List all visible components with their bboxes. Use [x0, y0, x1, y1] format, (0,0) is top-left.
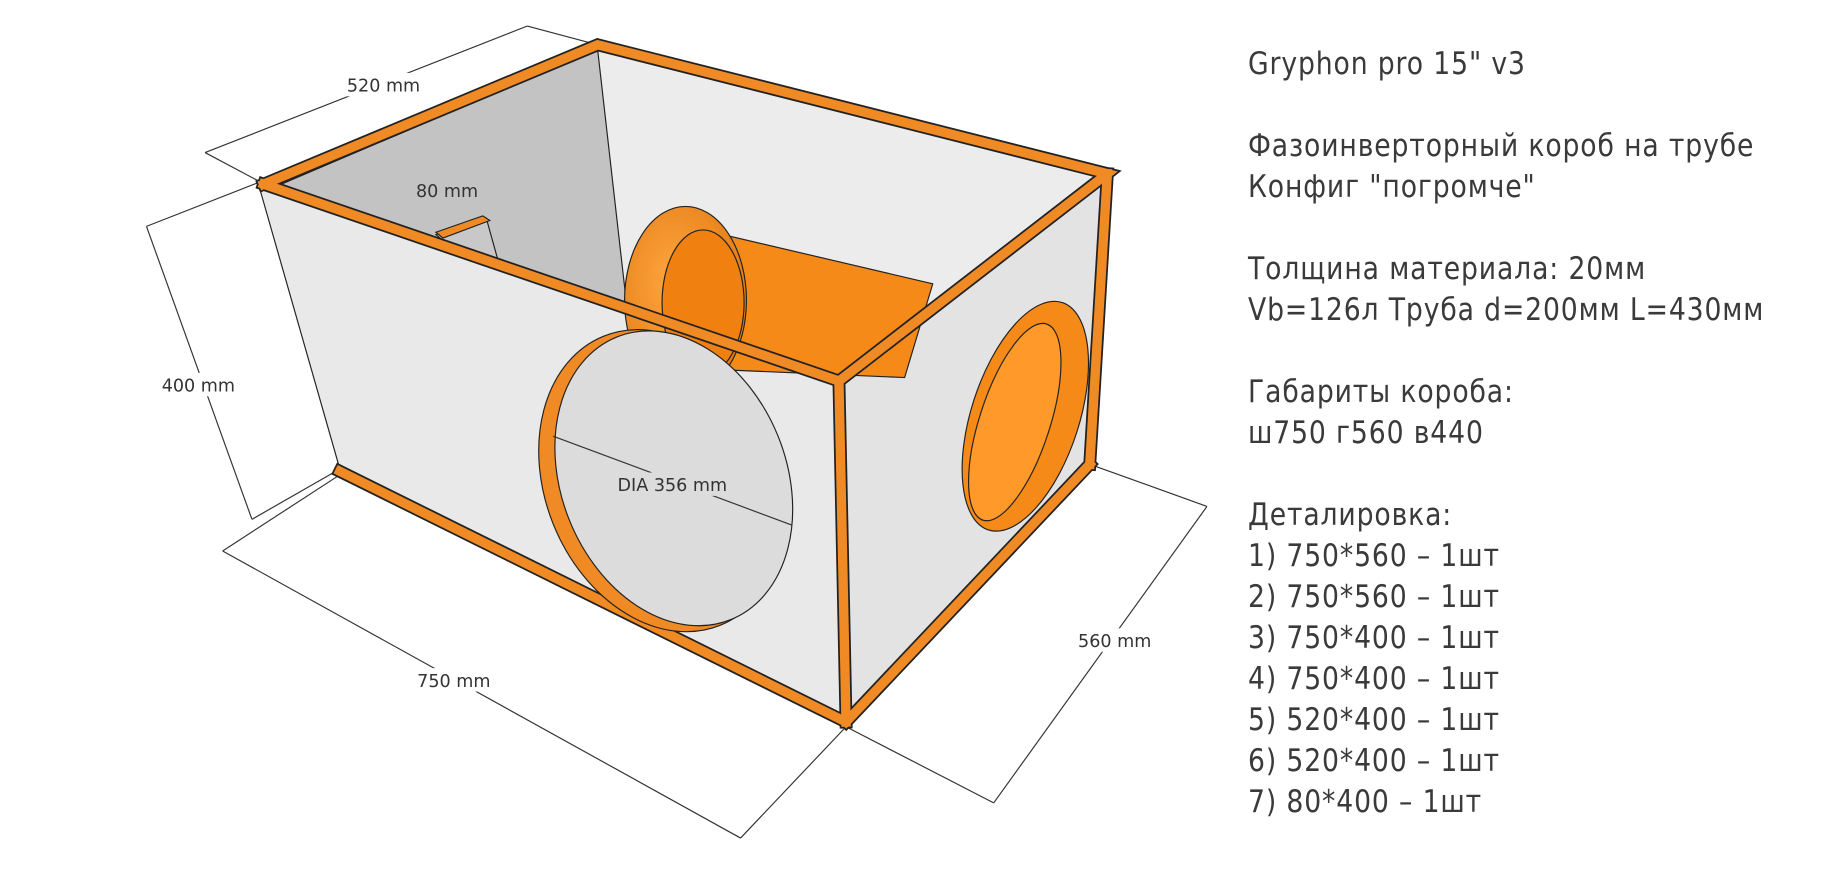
dimensions-value: ш750 г560 в440: [1248, 415, 1484, 451]
spec-line: Толщина материала: 20мм: [1248, 251, 1647, 287]
panel-edges: [255, 37, 1122, 732]
part-item: 4) 750*400 – 1шт: [1248, 661, 1500, 697]
part-item: 1) 750*560 – 1шт: [1248, 538, 1500, 574]
part-item: 2) 750*560 – 1шт: [1248, 579, 1500, 615]
dim-label-750: 750 mm: [417, 672, 490, 692]
divider-edge: [434, 215, 492, 239]
description-line: Фазоинверторный короб на трубе: [1248, 128, 1755, 164]
dim-label-400: 400 mm: [162, 377, 235, 397]
side-port-inner: [968, 322, 1062, 522]
dimensions-heading: Габариты короба:: [1248, 374, 1514, 410]
part-item: 6) 520*400 – 1шт: [1248, 743, 1500, 779]
part-item: 5) 520*400 – 1шт: [1248, 702, 1500, 738]
description-line: Конфиг "погромче": [1248, 169, 1536, 205]
title: Gryphon pro 15" v3: [1248, 46, 1526, 82]
dim-label-560: 560 mm: [1078, 632, 1151, 652]
parts-heading: Деталировка:: [1248, 497, 1453, 533]
spec-notes: Gryphon pro 15" v3 Фазоинверторный короб…: [1248, 44, 1764, 823]
part-item: 7) 80*400 – 1шт: [1248, 784, 1483, 820]
spec-line: Vb=126л Труба d=200мм L=430мм: [1248, 292, 1765, 328]
dim-label-520: 520 mm: [347, 77, 420, 97]
part-item: 3) 750*400 – 1шт: [1248, 620, 1500, 656]
dim-label-80: 80 mm: [416, 182, 478, 202]
dim-label-dia: DIA 356 mm: [618, 476, 728, 496]
